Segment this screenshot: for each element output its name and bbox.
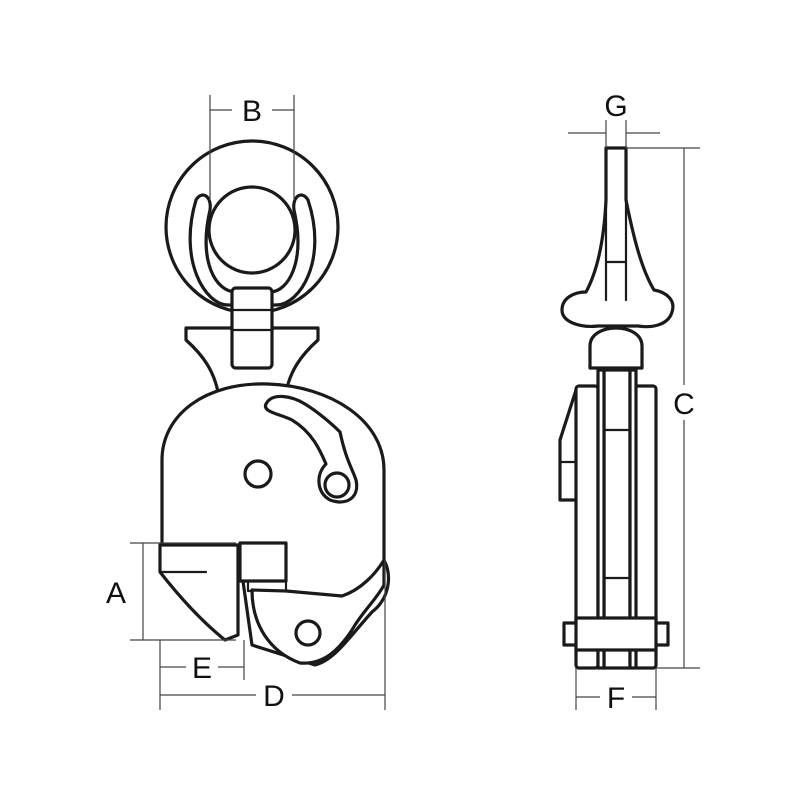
dimension-label-c: C: [673, 388, 695, 421]
dimension-label-g: G: [604, 90, 627, 123]
side-plates: [558, 368, 670, 670]
dimension-c: C: [626, 147, 700, 669]
dimension-label-a: A: [106, 577, 126, 610]
swivel-neck: [184, 286, 320, 394]
dimension-e: E: [159, 640, 245, 710]
dimension-f: F: [575, 668, 657, 715]
side-view: G C F: [558, 90, 700, 715]
front-view: B A E D: [106, 95, 391, 713]
dimension-g: G: [568, 90, 660, 148]
dimension-d: D: [160, 560, 386, 713]
dimension-a: A: [106, 542, 236, 641]
shackle-eye: [164, 139, 340, 315]
dimension-label-f: F: [607, 682, 625, 715]
shackle-side: [560, 146, 675, 370]
dimension-label-e: E: [192, 652, 212, 685]
clamp-body: [158, 382, 391, 667]
dimension-b: B: [209, 95, 295, 200]
dimension-label-b: B: [242, 95, 262, 128]
dimension-label-d: D: [263, 680, 285, 713]
